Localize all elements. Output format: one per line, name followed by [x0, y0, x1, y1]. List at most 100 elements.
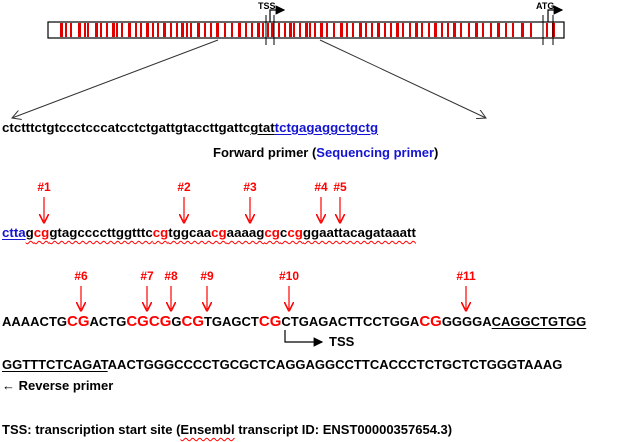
tss-bar-label: TSS — [258, 1, 276, 11]
cpg-site-5: cg — [287, 225, 303, 240]
reverse-primer-label: ← Reverse primer — [2, 378, 114, 393]
sequence-line-4: GGTTTCTCAGATAACTGGGCCCCTGCGCTCAGGAGGCCTT… — [2, 357, 562, 372]
cpg-tick — [204, 23, 206, 37]
cpg-site-3: cg — [211, 225, 227, 240]
cpg-tick — [530, 23, 532, 37]
cpg-tick — [140, 23, 142, 37]
cpg-tick — [441, 23, 443, 37]
cpg-label-3: #3 — [243, 180, 257, 194]
cpg-site-ticks — [60, 23, 555, 37]
cpg-tick — [305, 23, 308, 37]
sequencing-primer: tctgagaggctgctg — [274, 120, 379, 135]
cpg-label-7: #7 — [140, 269, 154, 283]
cpg-tick — [186, 23, 188, 37]
cpg-tick — [497, 23, 500, 37]
cpg-site-1: cg — [33, 225, 50, 240]
cpg-tick — [289, 23, 292, 37]
cpg-site-10: CG — [258, 313, 282, 330]
sequence-line-3: AAAACTGCGACTGCGCGGCGTGAGCTCGCTGAGACTTCCT… — [2, 313, 587, 330]
cpg-tick — [116, 23, 118, 37]
cpg-tick — [176, 23, 178, 37]
ensembl-db-name: Ensembl — [180, 422, 235, 437]
cpg-tick — [359, 23, 362, 37]
cpg-site-2: cg — [152, 225, 169, 240]
cpg-tick — [314, 23, 316, 37]
cpg-tick — [271, 23, 274, 37]
cpg-tick — [181, 23, 184, 37]
cpg-tick — [257, 23, 260, 37]
cpg-tick — [340, 23, 343, 37]
cpg-site-4: cg — [264, 225, 280, 240]
cpg-tick — [238, 23, 241, 37]
cpg-tick — [447, 23, 449, 37]
cpg-tick — [197, 23, 200, 37]
cpg-tick — [170, 23, 172, 37]
cpg-tick — [475, 23, 478, 37]
cpg-tick — [152, 23, 154, 37]
cpg-tick — [309, 23, 311, 37]
cpg-tick — [428, 23, 430, 37]
cpg-label-1: #1 — [37, 180, 51, 194]
cpg-tick — [460, 23, 462, 37]
cpg-tick — [245, 23, 247, 37]
cpg-tick — [293, 23, 295, 37]
cpg-tick — [346, 23, 348, 37]
cpg-arrows-row3 — [81, 286, 466, 309]
cpg-tick — [468, 23, 470, 37]
sequence-downstream: AACTGGGCCCCTGCGCTCAGGAGGCCTTCACCCTCTGCTC… — [107, 357, 563, 372]
cpg-label-8: #8 — [164, 269, 178, 283]
cpg-label-2: #2 — [177, 180, 191, 194]
cpg-tick — [490, 23, 492, 37]
forward-primer-start: gtat — [250, 120, 275, 135]
cpg-tick — [267, 23, 269, 37]
reverse-primer-end: GGTTTCTCAGAT — [2, 357, 108, 372]
cpg-tick — [434, 23, 437, 37]
cpg-tick — [482, 23, 484, 37]
cpg-tick — [377, 23, 380, 37]
cpg-tick — [112, 23, 115, 37]
cpg-label-4: #4 — [314, 180, 328, 194]
cpg-tick — [210, 23, 212, 37]
forward-primer-caption: Forward primer (Sequencing primer) — [213, 145, 439, 160]
cpg-tick — [284, 23, 286, 37]
cpg-tick — [384, 23, 386, 37]
cpg-label-11: #11 — [456, 269, 476, 283]
sequence-upstream: ctctttctgtccctcccatcctctgattgtaccttgattc — [2, 120, 251, 135]
cpg-tick — [251, 23, 253, 37]
cpg-arrows-row2 — [44, 197, 340, 221]
cpg-tick — [371, 23, 373, 37]
cpg-tick — [106, 23, 108, 37]
cpg-tick — [320, 23, 323, 37]
sequence-line-2: cttagcggtagccccttggtttccgtggcaacgaaaagcg… — [2, 225, 416, 240]
cpg-label-5: #5 — [333, 180, 347, 194]
cpg-tick — [95, 23, 98, 37]
zoom-line-right — [319, 39, 486, 118]
cpg-tick — [100, 23, 102, 37]
cpg-tick — [60, 23, 63, 37]
cpg-tick — [231, 23, 233, 37]
cpg-tick — [299, 23, 301, 37]
cpg-tick — [505, 23, 507, 37]
cpg-tick — [453, 23, 456, 37]
cpg-tick — [163, 23, 166, 37]
sequencing-primer-label: Sequencing primer — [316, 145, 435, 160]
tss-sequence-arrow-icon — [284, 330, 324, 347]
cpg-tick — [84, 23, 86, 37]
cpg-tick — [278, 23, 280, 37]
cpg-site-11: CG — [419, 313, 442, 330]
cpg-tick — [216, 23, 219, 37]
cpg-tick — [190, 23, 192, 37]
cpg-site-7: CG — [126, 313, 149, 330]
cpg-tick — [262, 23, 264, 37]
cpg-tick — [157, 23, 159, 37]
sequencing-primer-end: ctta — [2, 225, 26, 240]
cpg-site-6: CG — [67, 313, 90, 330]
cpg-tick — [121, 23, 123, 37]
atg-bar-label: ATG — [536, 1, 555, 11]
cpg-tick — [409, 23, 411, 37]
cpg-site-9: CG — [181, 313, 204, 330]
tss-sequence-label: TSS — [329, 334, 355, 349]
cpg-tick — [326, 23, 328, 37]
cpg-tick — [352, 23, 354, 37]
